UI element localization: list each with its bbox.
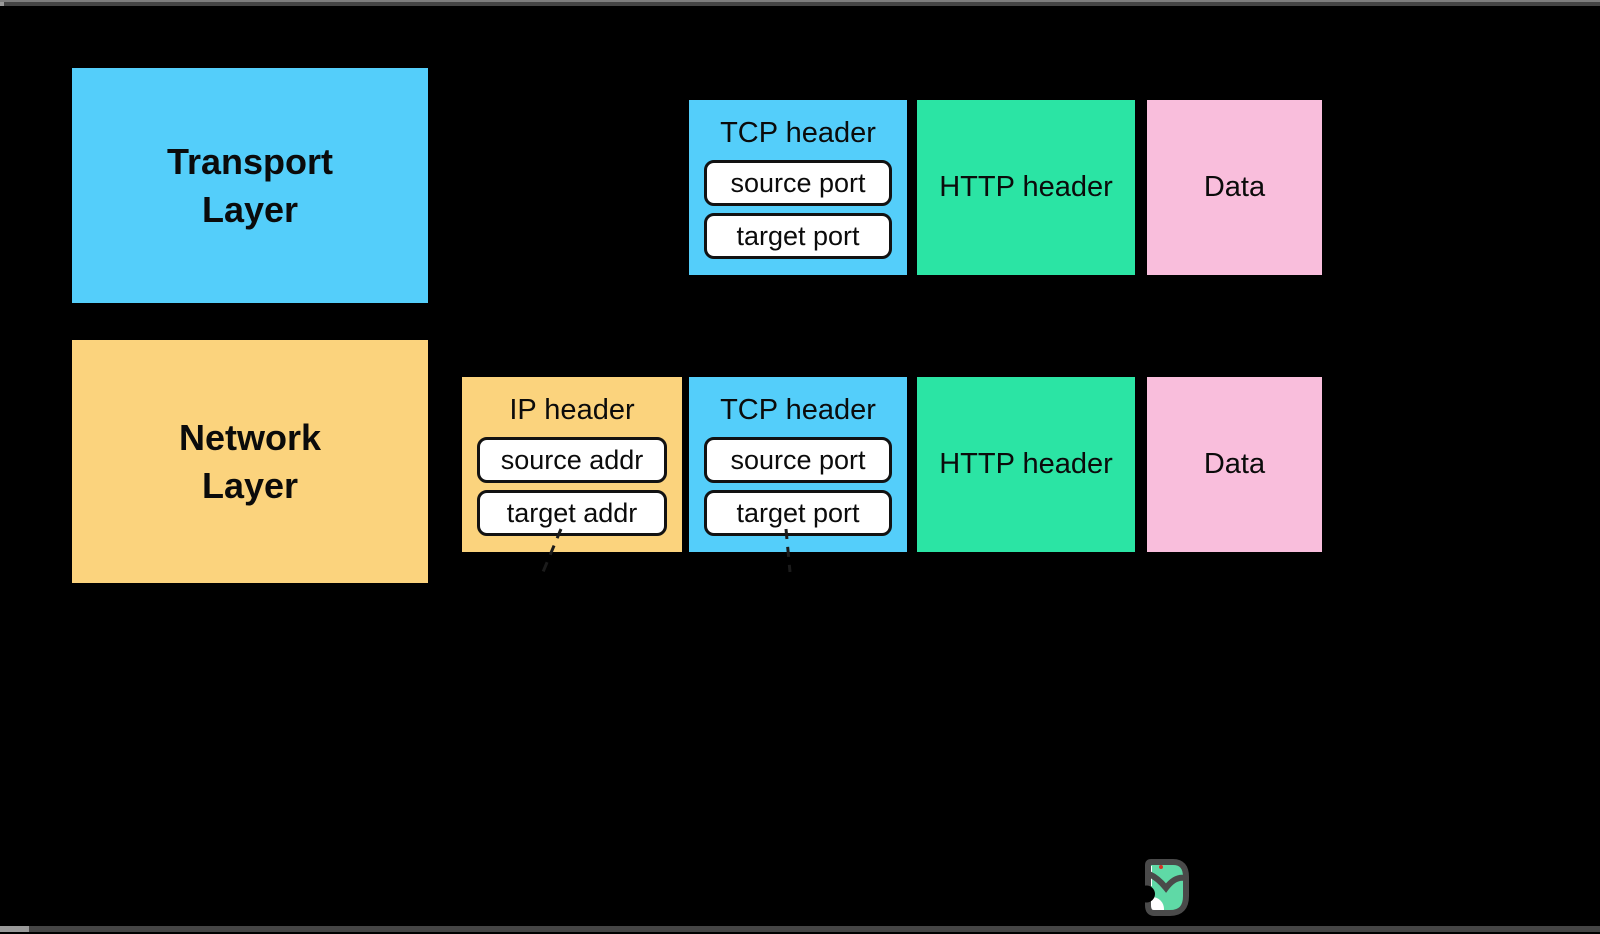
row2-tcp-header-title: TCP header [720, 394, 876, 426]
row2-source-port-field: source port [704, 437, 892, 483]
network-layer-label-line2: Layer [201, 464, 299, 506]
row1-tcp-header-title: TCP header [720, 117, 876, 149]
window-top-bar [0, 0, 1600, 6]
row1-target-port-field: target port [704, 213, 892, 259]
row1-http-header-box: HTTP header [917, 100, 1135, 275]
row1-source-port-field: source port [704, 160, 892, 206]
row2-tcp-header-box: TCP header source port target port [689, 377, 907, 552]
row2-target-addr-field: target addr [477, 490, 667, 536]
row1-data-title: Data [1203, 171, 1266, 203]
row1-data-box: Data [1147, 100, 1322, 275]
transport-layer-box: Transport Layer [72, 68, 428, 303]
row2-http-header-box: HTTP header [917, 377, 1135, 552]
transport-layer-label-line2: Layer [201, 188, 299, 230]
row2-http-header-title: HTTP header [939, 448, 1113, 480]
row2-data-box: Data [1147, 377, 1322, 552]
network-layer-box: Network Layer [72, 340, 428, 583]
row2-ip-fields: source addr target addr [462, 437, 682, 536]
row2-ip-header-title: IP header [509, 394, 635, 426]
bottom-bar-accent [0, 926, 29, 932]
window-bottom-bar [0, 926, 1600, 932]
row2-source-addr-field: source addr [477, 437, 667, 483]
row2-tcp-fields: source port target port [689, 437, 907, 536]
row2-ip-header-box: IP header source addr target addr [462, 377, 682, 552]
row1-tcp-fields: source port target port [689, 160, 907, 259]
top-bar-accent [0, 2, 4, 6]
network-layer-label-line1: Network [178, 416, 322, 458]
owl-logo-icon [1140, 859, 1189, 916]
row2-target-port-field: target port [704, 490, 892, 536]
transport-layer-label-line1: Transport [166, 140, 334, 182]
row1-tcp-header-box: TCP header source port target port [689, 100, 907, 275]
row1-http-header-title: HTTP header [939, 171, 1113, 203]
row2-data-title: Data [1203, 448, 1266, 480]
